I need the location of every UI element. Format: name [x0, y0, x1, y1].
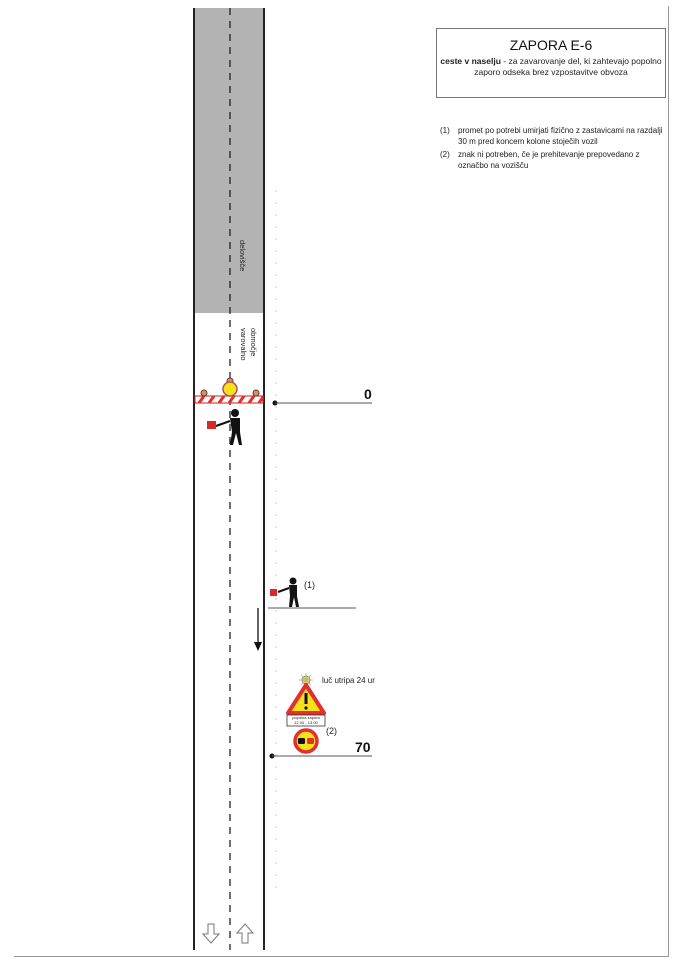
plate-line-1: popolna zapora — [292, 715, 320, 720]
station-0: 0 — [364, 386, 372, 402]
work-area — [194, 8, 264, 313]
page-frame — [14, 6, 669, 957]
note-text: znak ni potreben, če je prehitevanje pre… — [458, 150, 640, 170]
direction-down-arrow-icon — [201, 923, 221, 944]
work-area-label: delovišče — [238, 240, 247, 272]
safety-zone-label-2: območje — [249, 328, 258, 357]
warning-sign-icon — [286, 683, 326, 715]
note-1: (1) promet po potrebi umirjati fizično z … — [440, 125, 670, 147]
no-overtaking-sign-icon — [293, 728, 319, 754]
sign-note-ref: (2) — [326, 726, 337, 736]
direction-up-arrow-icon — [235, 923, 255, 944]
subtitle-rest: - za zavarovanje del, ki zahtevajo popol… — [474, 56, 662, 77]
station-70: 70 — [355, 739, 371, 755]
note-2: (2) znak ni potreben, če je prehitevanje … — [440, 149, 670, 171]
supplementary-plate — [286, 714, 326, 727]
note-number: (2) — [440, 150, 450, 159]
subtitle-bold: ceste v naselju — [440, 56, 501, 66]
note-text: promet po potrebi umirjati fizično z zas… — [458, 126, 663, 146]
barrier — [194, 377, 265, 404]
flagman-note-ref: (1) — [304, 580, 315, 590]
warning-light-icon — [222, 381, 238, 397]
safety-zone-label-1: varovalno — [239, 328, 248, 361]
light-note: luč utripa 24 ur — [322, 676, 375, 685]
plan-subtitle: ceste v naselju - za zavarovanje del, ki… — [437, 56, 665, 78]
plan-title: ZAPORA E-6 — [509, 37, 593, 53]
flagman-icon — [207, 409, 242, 445]
plate-line-2: 12.00 - 13.00 — [294, 720, 318, 725]
queue-arrow-icon — [254, 608, 262, 651]
title-box: ZAPORA E-6 ceste v naselju - za zavarova… — [436, 28, 666, 98]
flagman-icon — [270, 577, 299, 607]
note-number: (1) — [440, 126, 450, 135]
flashing-light-icon — [299, 673, 313, 687]
